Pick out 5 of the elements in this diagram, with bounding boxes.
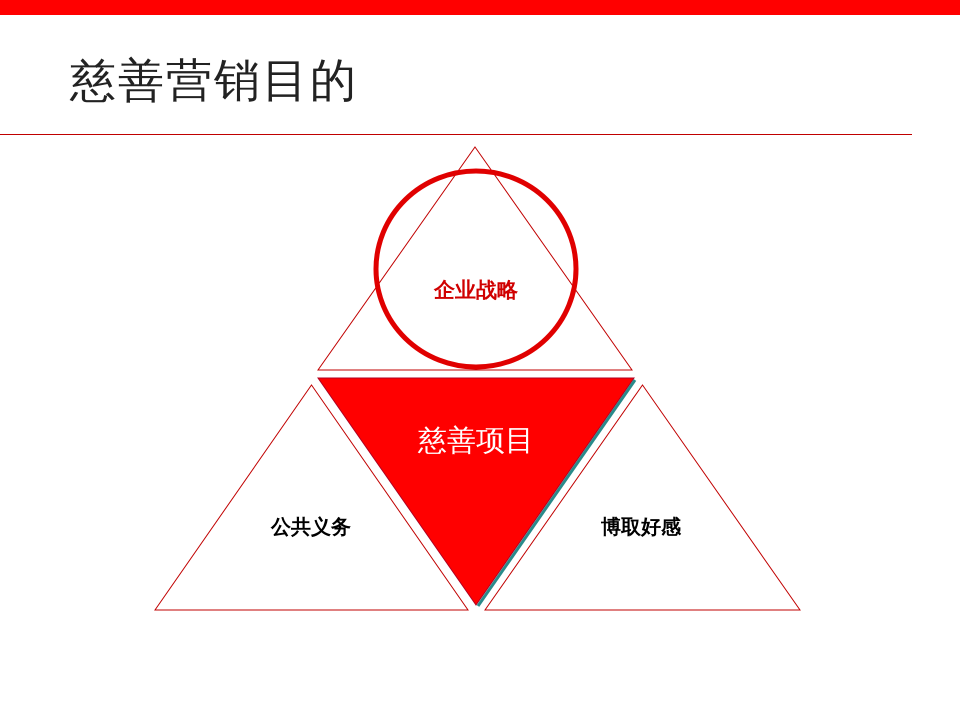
slide-title: 慈善营销目的 [70, 52, 358, 108]
node-label: 公共义务 [271, 514, 351, 540]
node-label: 慈善项目 [418, 422, 534, 459]
node-label: 博取好感 [601, 514, 681, 540]
node-label: 企业战略 [434, 277, 518, 304]
